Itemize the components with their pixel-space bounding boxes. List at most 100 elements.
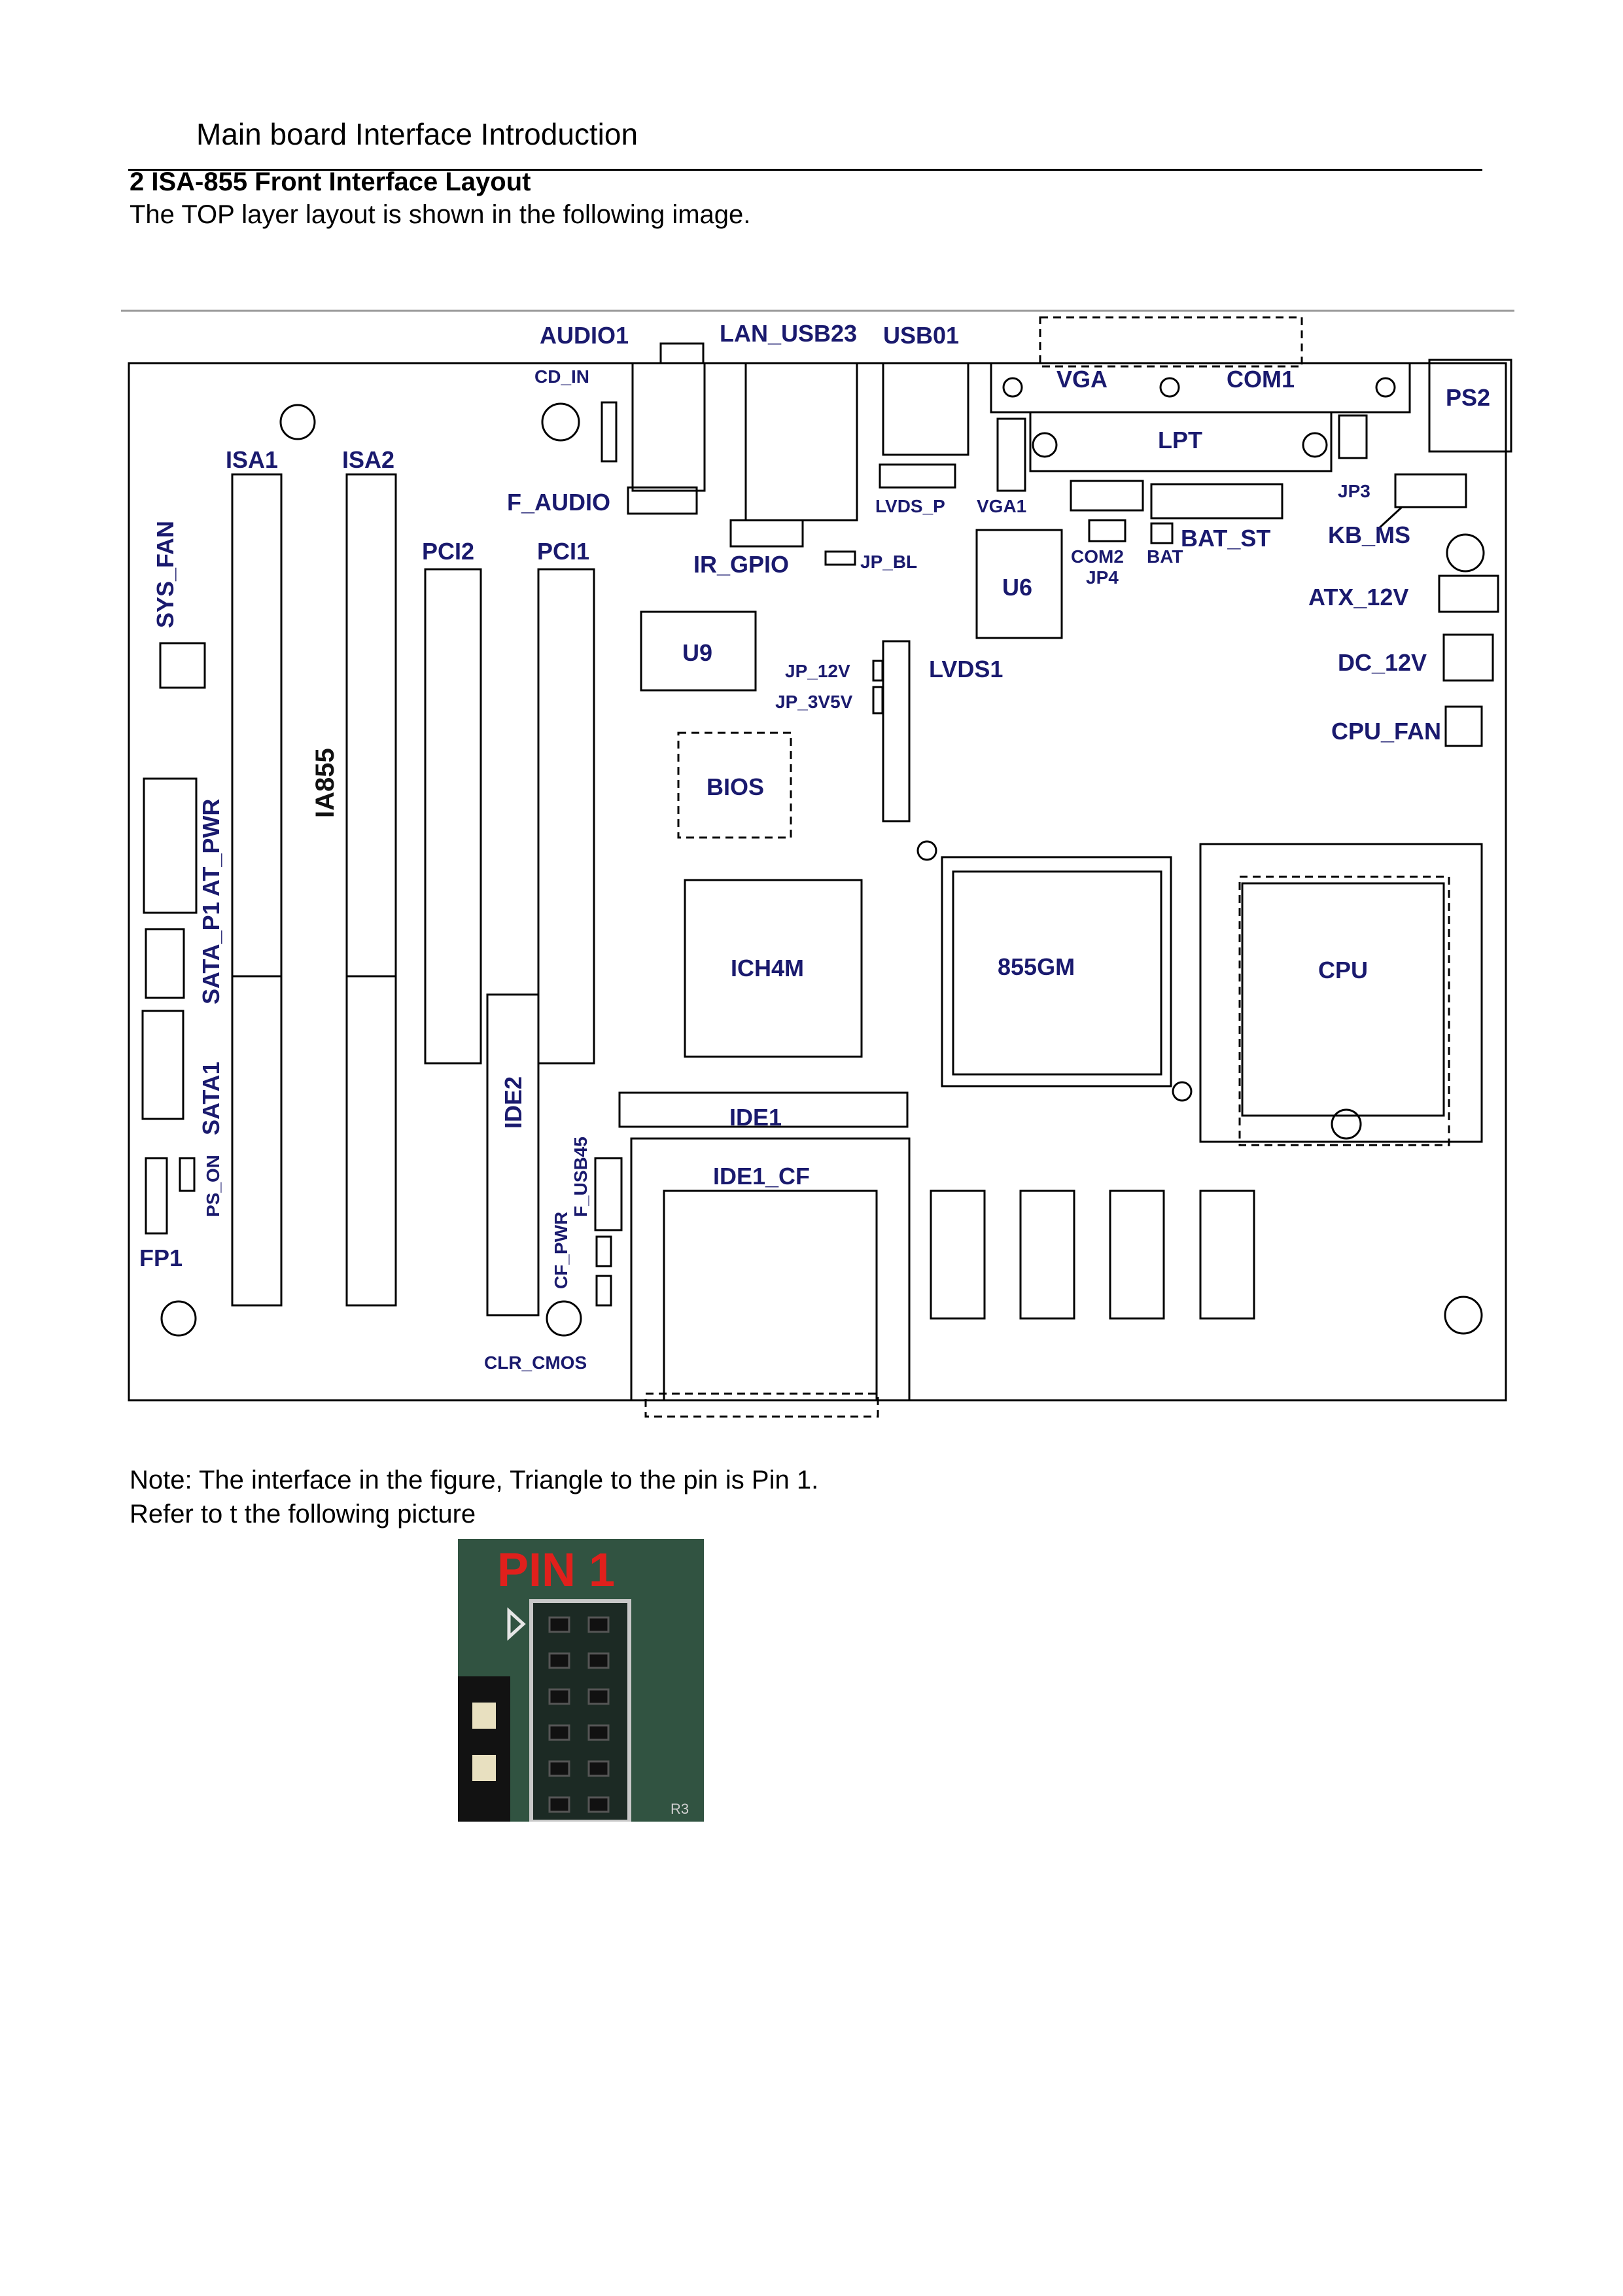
cf-card-outline: [644, 1392, 879, 1418]
855gm-chip: [941, 856, 1172, 1087]
u9-chip: [640, 610, 757, 692]
label-pci1: PCI1: [537, 538, 589, 565]
pin-header-outline: [529, 1599, 631, 1822]
intro-text: The TOP layer layout is shown in the fol…: [130, 200, 751, 229]
label-jp-bl: JP_BL: [860, 552, 917, 572]
f-audio-header: [627, 486, 698, 515]
cpu-socket: [1199, 843, 1483, 1143]
silkscreen-text: R3: [671, 1801, 689, 1817]
label-clr-cmos: CLR_CMOS: [484, 1352, 587, 1373]
pin1-label: PIN 1: [497, 1544, 615, 1597]
mounting-hole: [1446, 533, 1485, 573]
label-fp1: FP1: [139, 1245, 183, 1271]
jp-3v5v-jumper: [872, 686, 884, 715]
dc-12v-connector: [1442, 633, 1494, 682]
label-ide2: IDE2: [500, 1076, 527, 1129]
label-sata1: SATA1: [198, 1061, 224, 1135]
ide1-cf-slot: [663, 1190, 878, 1402]
label-jp3: JP3: [1338, 481, 1370, 501]
label-ide1: IDE1: [729, 1104, 782, 1131]
bat-st-header: [1150, 483, 1283, 520]
label-ps2: PS2: [1446, 384, 1490, 411]
db-connector-shell: [1039, 316, 1303, 368]
ide1-header: [618, 1091, 909, 1128]
label-cpu: CPU: [1318, 957, 1368, 983]
label-f-usb45: F_USB45: [570, 1137, 591, 1217]
jp4-jumper: [1088, 519, 1126, 542]
label-com2: COM2: [1071, 546, 1124, 567]
clr-cmos-jumper: [595, 1275, 612, 1307]
section-heading: 2 ISA-855 Front Interface Layout: [130, 168, 531, 196]
sys-fan-header: [159, 642, 206, 689]
label-u9: U9: [682, 639, 712, 666]
jp-bl-jumper: [824, 550, 856, 566]
label-pci2: PCI2: [422, 538, 474, 565]
label-855gm: 855GM: [998, 953, 1075, 980]
jp-12v-jumper: [872, 660, 884, 682]
mounting-hole: [160, 1300, 197, 1337]
lvds1-header: [882, 640, 911, 822]
usb01-connector: [882, 362, 969, 456]
label-ir-gpio: IR_GPIO: [693, 551, 789, 578]
mounting-hole: [1444, 1296, 1483, 1335]
label-isa1: ISA1: [226, 446, 278, 473]
label-bios: BIOS: [707, 773, 764, 800]
jp3-jumper: [1338, 414, 1368, 459]
label-cf-pwr: CF_PWR: [551, 1212, 571, 1289]
label-jp4: JP4: [1086, 567, 1119, 588]
at-pwr-connector: [143, 777, 198, 914]
memory-slot: [930, 1190, 986, 1320]
label-jp-12v: JP_12V: [785, 661, 850, 681]
page-header-title: Main board Interface Introduction: [196, 117, 638, 151]
audio-connector-tab: [659, 342, 705, 364]
label-usb01: USB01: [883, 322, 959, 349]
label-vga1: VGA1: [977, 496, 1026, 516]
label-atx-12v: ATX_12V: [1308, 584, 1408, 610]
com2-header: [1070, 480, 1144, 512]
cpu-retention-frame: [1238, 875, 1450, 1146]
label-ide1-cf: IDE1_CF: [713, 1163, 810, 1190]
note-text: Note: The interface in the figure, Trian…: [130, 1466, 819, 1494]
mounting-hole: [541, 402, 580, 442]
label-bat-st: BAT_ST: [1181, 525, 1270, 552]
cpu-chip: [1241, 882, 1445, 1117]
u6-chip: [975, 529, 1063, 639]
label-sys-fan: SYS_FAN: [152, 521, 179, 628]
atx-12v-connector: [1438, 574, 1499, 613]
adjacent-connector: [458, 1676, 510, 1822]
board-outline: [128, 362, 1507, 1402]
audio1-connector: [631, 362, 706, 492]
refer-text: Refer to t the following picture: [130, 1500, 476, 1528]
lpt-connector: [1029, 411, 1333, 472]
pin1-photo: PIN 1 R3: [458, 1539, 704, 1822]
bat-connector: [1150, 522, 1174, 544]
label-cd-in: CD_IN: [534, 366, 589, 387]
lvds-p-header: [879, 463, 956, 489]
f-usb45-header: [594, 1157, 623, 1231]
memory-slot: [1019, 1190, 1075, 1320]
label-dc-12v: DC_12V: [1338, 649, 1427, 676]
label-lpt: LPT: [1158, 427, 1202, 453]
mounting-hole: [279, 404, 316, 440]
vga-com1-connector: [990, 362, 1411, 414]
ps-on-header: [179, 1157, 196, 1192]
label-ia855: IA855: [311, 748, 340, 818]
label-isa2: ISA2: [342, 446, 394, 473]
label-vga: VGA: [1056, 366, 1108, 393]
ich4m-chip: [684, 879, 863, 1058]
board-layout-diagram: AUDIO1 LAN_USB23 USB01 VGA COM1 PS2 CD_I…: [121, 309, 1514, 1418]
label-lvds-p: LVDS_P: [875, 496, 945, 516]
label-ps-on: PS_ON: [203, 1155, 223, 1217]
label-com1: COM1: [1227, 366, 1295, 393]
pci2-slot: [424, 568, 482, 1065]
pci1-slot: [537, 568, 595, 1065]
vga1-header: [996, 417, 1026, 492]
mounting-hole: [546, 1300, 582, 1337]
label-lan-usb23: LAN_USB23: [720, 320, 857, 347]
label-lvds1: LVDS1: [929, 656, 1003, 682]
lan-usb23-connector: [744, 362, 858, 521]
ir-gpio-header: [729, 519, 804, 548]
cd-in-header: [601, 401, 618, 463]
label-cpu-fan: CPU_FAN: [1331, 718, 1441, 745]
memory-slot: [1199, 1190, 1255, 1320]
